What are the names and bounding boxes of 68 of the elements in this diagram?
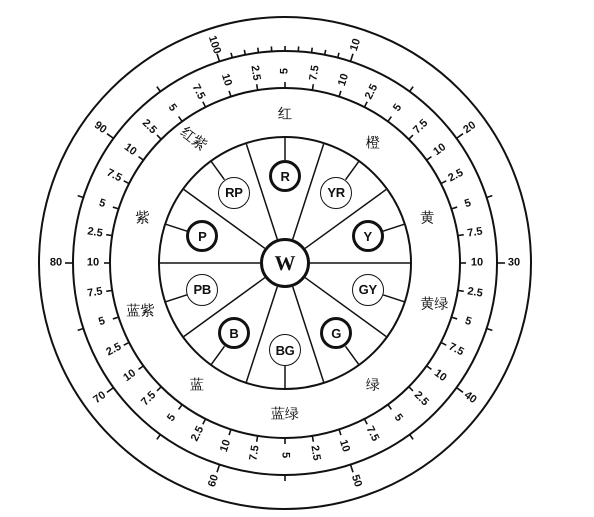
scale-number: 7.5 (104, 167, 124, 184)
connector-line (284, 137, 286, 160)
scale-number: 10 (337, 72, 352, 88)
scale-number: 40 (462, 390, 478, 406)
scale-number: 2.5 (189, 424, 206, 444)
scale-number: 7.5 (248, 444, 262, 462)
scale-number: 7.5 (86, 286, 104, 300)
scale-number: 10 (86, 258, 100, 268)
connector-line (284, 366, 286, 389)
scale-number: 7.5 (446, 342, 466, 359)
scale-number: 30 (508, 258, 520, 268)
scale-number: 10 (432, 368, 449, 384)
scale-number: 5 (166, 102, 178, 114)
scale-number: 7.5 (189, 82, 206, 102)
connector-line (344, 160, 360, 180)
scale-number: 2.5 (466, 286, 484, 300)
hue-name: 黄 (420, 210, 435, 224)
scale-number: 7.5 (140, 389, 159, 408)
scale-number: 5 (98, 197, 107, 210)
scale-number: 10 (121, 142, 138, 158)
hue-name: 红 (278, 106, 292, 120)
scale-number: 10 (218, 72, 233, 88)
scale-number: 2.5 (446, 167, 466, 184)
scale-number: 10 (432, 142, 449, 158)
scale-number: 10 (218, 438, 233, 454)
scale-number: 5 (280, 68, 290, 74)
scale-number: 2.5 (308, 444, 322, 462)
scale-number: 10 (348, 38, 363, 53)
scale-number: 7.5 (411, 118, 430, 137)
scale-number: 5 (392, 102, 404, 114)
scale-number: 100 (206, 34, 222, 56)
scale-number: 7.5 (466, 226, 484, 240)
hue-name: 蓝绿 (271, 406, 299, 420)
scale-number: 90 (92, 120, 108, 136)
scale-number: 5 (462, 316, 472, 328)
connector-line (382, 294, 406, 303)
connector-line (382, 223, 406, 232)
scale-number: 2.5 (104, 342, 124, 359)
scale-number: 70 (92, 390, 108, 406)
scale-number: 10 (470, 258, 484, 268)
scale-number: 7.5 (364, 424, 381, 444)
scale-number: 5 (98, 316, 107, 328)
hue-name: 蓝紫 (126, 302, 154, 317)
hue-name: 蓝 (190, 377, 204, 392)
scale-number: 5 (280, 452, 290, 458)
scale-number: 10 (121, 368, 138, 384)
scale-number: 80 (50, 258, 62, 268)
scale-number: 2.5 (140, 118, 159, 137)
scale-number: 5 (392, 412, 404, 424)
scale-number: 50 (348, 473, 363, 488)
scale-number: 20 (462, 120, 478, 136)
scale-number: 7.5 (308, 64, 322, 82)
scale-number: 2.5 (86, 226, 104, 240)
scale-number: 5 (462, 197, 472, 210)
scale-number: 5 (166, 412, 178, 424)
scale-number: 60 (207, 473, 222, 488)
connector-line (210, 160, 226, 180)
hue-name: 紫 (135, 210, 150, 224)
scale-number: 2.5 (248, 64, 262, 82)
hue-name: 绿 (366, 377, 380, 392)
connector-line (164, 223, 188, 232)
scale-number: 10 (337, 438, 352, 454)
hue-name: 橙 (366, 134, 380, 149)
scale-number: 2.5 (364, 82, 381, 102)
scale-number: 2.5 (411, 389, 430, 408)
hue-name: 黄绿 (420, 296, 449, 310)
connector-line (164, 294, 188, 303)
hue-name: 红紫 (179, 124, 210, 153)
